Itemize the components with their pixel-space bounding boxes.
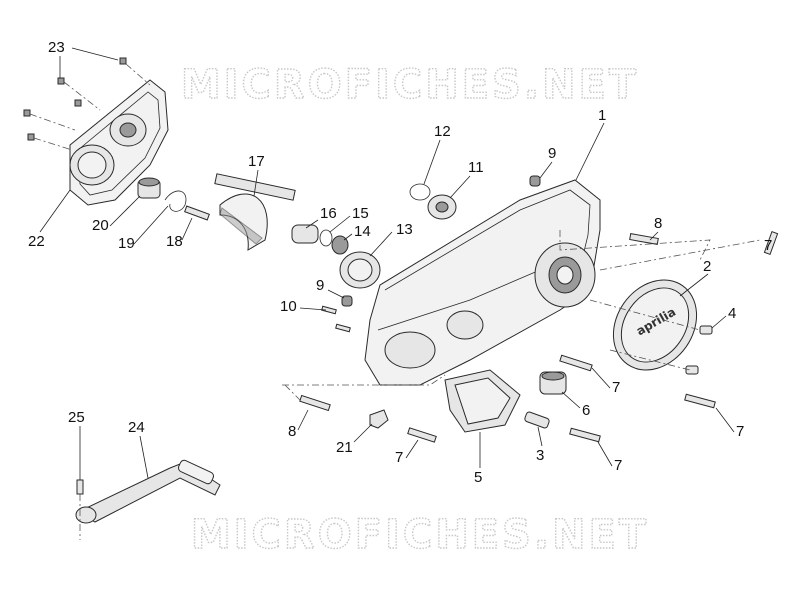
callout-8a: 8 (654, 215, 662, 232)
bush-6 (539, 371, 567, 395)
callout-1: 1 (598, 107, 606, 124)
callout-7e: 7 (395, 449, 403, 466)
callout-22: 22 (28, 233, 45, 250)
kick-start-shaft-17 (214, 173, 296, 251)
callout-10: 10 (280, 298, 297, 315)
callout-18: 18 (166, 233, 183, 250)
callout-8b: 8 (288, 423, 296, 440)
seal-14 (331, 235, 349, 255)
pin-18 (184, 205, 210, 221)
callout-5: 5 (474, 469, 482, 486)
callout-13: 13 (396, 221, 413, 238)
callout-21: 21 (336, 439, 353, 456)
callout-7b: 7 (612, 379, 620, 396)
bracket-21 (369, 409, 389, 429)
callout-7c: 7 (736, 423, 744, 440)
starter-pinion-20 (137, 177, 161, 199)
bracket-3 (524, 411, 550, 429)
callout-19: 19 (118, 235, 135, 252)
callout-20: 20 (92, 217, 109, 234)
callout-11: 11 (468, 159, 484, 176)
bolt-25 (76, 479, 84, 495)
callout-7a: 7 (764, 237, 772, 254)
callout-9b: 9 (316, 277, 324, 294)
callout-6: 6 (582, 402, 590, 419)
callout-12: 12 (434, 123, 451, 140)
logo-cover-2: aprilia (612, 279, 698, 371)
callout-24: 24 (128, 419, 145, 436)
circlip-12 (409, 183, 431, 201)
transmission-cover-1 (364, 179, 601, 386)
callout-16: 16 (320, 205, 337, 222)
watermark-bottom: MICROFICHES.NET (191, 512, 649, 558)
callout-3: 3 (536, 447, 544, 464)
bearing-11 (427, 194, 457, 220)
callout-7d: 7 (614, 457, 622, 474)
kick-lever-24 (75, 459, 221, 524)
spring-13 (339, 251, 381, 289)
callout-17: 17 (248, 153, 265, 170)
screws-23 (23, 57, 151, 151)
air-duct-5 (444, 369, 521, 433)
callout-15: 15 (352, 205, 369, 222)
ring-15 (319, 229, 333, 247)
callout-25: 25 (68, 409, 85, 426)
callouts: 1 2 3 4 5 6 7 7 7 7 7 8 8 9 9 10 11 12 (28, 39, 772, 486)
assembly-lines (282, 230, 761, 401)
callout-9a: 9 (548, 145, 556, 162)
inner-cover-plate (69, 79, 169, 206)
spring-clip-19 (164, 190, 187, 212)
callout-4: 4 (728, 305, 736, 322)
callout-23: 23 (48, 39, 65, 56)
callout-2: 2 (703, 258, 711, 275)
watermark-top: MICROFICHES.NET (181, 62, 639, 108)
bolts (299, 175, 779, 443)
callout-14: 14 (354, 223, 371, 240)
bush-16 (291, 224, 319, 244)
